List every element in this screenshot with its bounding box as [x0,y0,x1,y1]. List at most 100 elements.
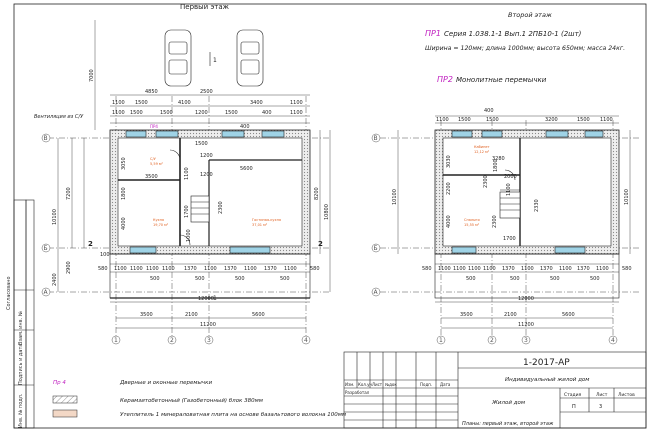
dim: 400 [240,124,250,130]
dim: 2300 [218,201,224,214]
dim: 1100 [114,266,127,272]
dim: 580 [422,266,432,272]
dim: 1100 [436,117,449,123]
floor2-stair [499,191,521,219]
axis-label: В [44,135,48,142]
dim: 1000 [186,229,192,242]
legend-text: Утеплитель 1 минераловатная плита на осн… [120,412,346,418]
dim: 3200 [545,117,558,123]
dim: 1370 [577,266,590,272]
col-header: Изм. [345,382,354,387]
note-tag: ПР1 [425,29,441,38]
dim: 5600 [240,166,253,172]
dim: 11200 [518,322,534,328]
col-header: Подп. [420,382,432,387]
dim: 2900 [66,261,72,274]
dim: 1800 [121,187,127,200]
dim: 2100 [504,312,517,318]
dim: 400 [262,110,272,116]
room-kitchen-area: 19,70 м² [153,223,169,227]
dim: 2330 [534,199,540,212]
sheet-header: Лист [596,392,608,398]
dim: 1370 [224,266,237,272]
legend-text: Дверные и оконные перемычки [119,380,212,386]
ventilation-label: Вентиляция из С/У [34,114,84,120]
dim: 1200 [200,153,213,159]
car-icon [164,29,192,87]
side-stamp: Согласовано Взам. инв. № Подпись и дата … [6,199,35,429]
dim: 7200 [66,187,72,200]
axis-label: 3 [524,337,528,344]
dim: 1500 [160,110,173,116]
dim: 400 [484,108,494,114]
dim: 1370 [540,266,553,272]
dim: 2400 [52,273,58,286]
cut-mark-2b: 2 [318,240,323,248]
axis-label: 4 [611,337,615,344]
stage-header: Стадия [564,392,582,398]
dim: 1500 [195,141,208,147]
dim: 10800 [324,204,330,220]
dim: 1100 [596,266,609,272]
floor2-dimensions: 400 1100 1500 1500 3200 1500 1100 3280 3… [392,108,632,328]
dim: 1100 [290,110,303,116]
dim: 1100 [600,117,613,123]
dim: 3280 [492,156,505,162]
dim: 1100 [483,266,496,272]
legend-block-swatch [52,395,78,404]
dim: 2500 [200,89,213,95]
dim: 1100 [453,266,466,272]
dim: 1700 [503,236,516,242]
title-block-text: 1-2017-АР Индивидуальный жилой дом Жилой… [345,358,635,427]
dim: 1100 [204,266,217,272]
dim: 1370 [184,266,197,272]
floor1-plan: Первый этаж 1 [48,3,331,340]
dim: 1800 [493,159,499,172]
axis-label: В [374,135,378,142]
floor2-axes: В Б А 1 2 3 4 [371,133,618,345]
room-bedroom-name: Спальня [464,218,480,222]
dim: 1370 [264,266,277,272]
dim: 11200 [200,322,216,328]
axis-label: А [44,289,49,296]
dim: 1200 [195,110,208,116]
floor2-title: Второй этаж [508,11,552,19]
dim: 2000 [504,174,517,180]
axis-label: 4 [304,337,308,344]
room-wc-area: 5,59 м² [150,162,164,166]
room-living-area: 37,01 м² [252,223,268,227]
notes: Второй этаж ПР1 Серия 1.038.1-1 Вып.1 2П… [425,11,625,84]
floor1-stair [190,195,210,223]
dim: 500 [195,276,205,282]
room-kitchen-name: Кухня [153,218,164,222]
room-bedroom-area: 15,55 м² [464,223,480,227]
dim: 1100 [290,100,303,106]
building-name: Жилой дом [491,400,525,406]
room-office-area: 12,12 м² [474,150,490,154]
dim: 500 [235,276,245,282]
col-header: Дата [440,382,451,387]
floor1-title: Первый этаж [180,3,230,11]
axis-label: 1 [439,337,443,344]
axis-label: 1 [114,337,118,344]
dim: 500 [590,276,600,282]
stamp-agreed: Согласовано [6,276,12,310]
cut-mark-1: 1 [213,57,217,64]
room-wc-name: С/У [150,157,157,161]
dim: 100 [100,252,110,258]
room-living-name: Гостиная-кухня [252,218,281,222]
doc-code: 1-2017-АР [523,358,570,368]
note-tag: ПР2 [437,75,453,84]
note-text: Ширина = 120мм; длина 1000мм; высота 650… [425,45,625,52]
axis-label: Б [374,245,378,252]
axis-label: Б [44,245,48,252]
dim: 1700 [184,205,190,218]
stamp-inv: Инв. № подл. [18,393,24,428]
dim: 500 [150,276,160,282]
dim: 2300 [492,215,498,228]
note-text: Монолитные перемычки [456,76,547,84]
dim: 3400 [250,100,263,106]
dim: 1100 [146,266,159,272]
dim: 1370 [502,266,515,272]
dim: 1100 [468,266,481,272]
